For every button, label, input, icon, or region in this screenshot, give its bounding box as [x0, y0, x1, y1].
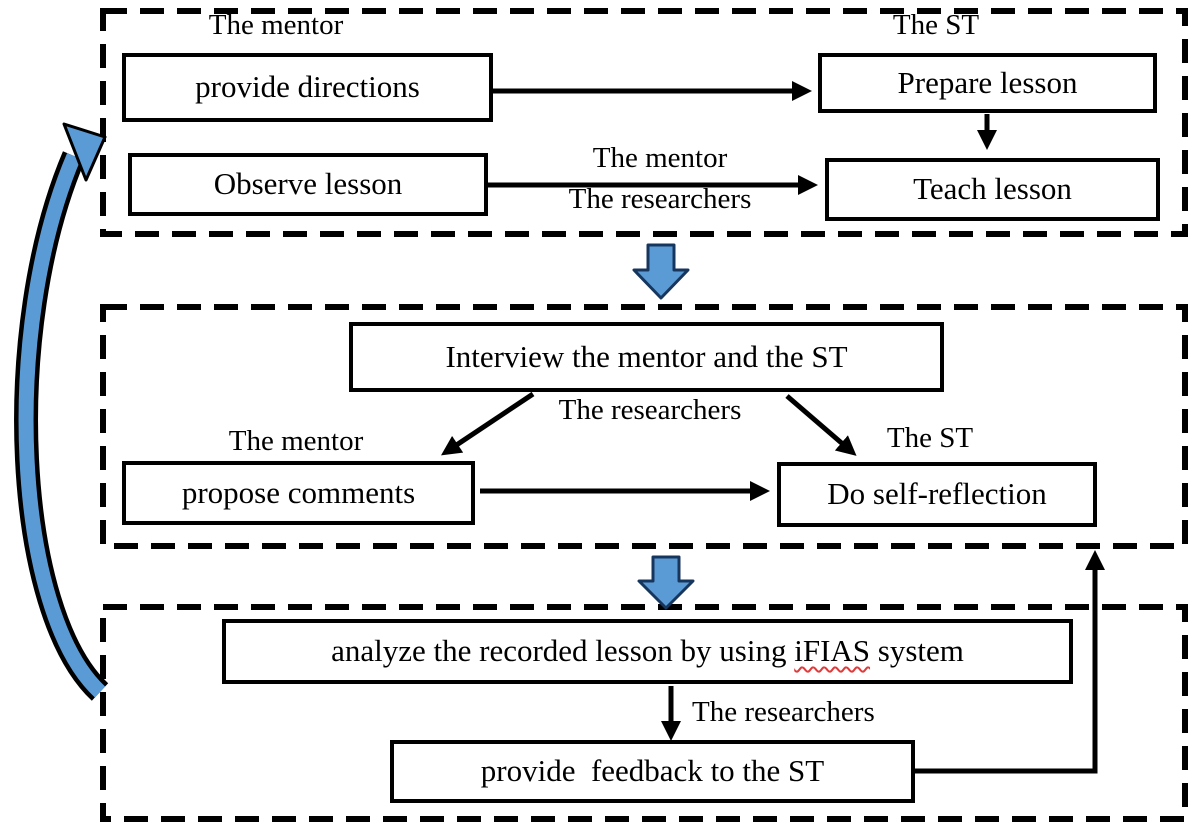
actor-label-st-middle: The ST: [886, 422, 974, 454]
node-propose-comments-label: propose comments: [181, 474, 416, 510]
misspelled-word-ifias: iFIAS: [794, 633, 871, 669]
actor-label-mentor-top: The mentor: [208, 9, 344, 41]
node-do-self-reflection-label: Do self-reflection: [827, 476, 1047, 512]
actor-label-mentor-middle: The mentor: [228, 425, 364, 457]
node-teach-lesson: Teach lesson: [825, 158, 1160, 221]
node-observe-lesson-label: Observe lesson: [213, 166, 403, 202]
actor-label-researchers-bottom: The researchers: [692, 696, 875, 728]
node-prepare-lesson: Prepare lesson: [818, 53, 1157, 113]
phase-down-arrow-icon: [637, 555, 695, 610]
phase-down-arrow-icon: [632, 243, 690, 300]
actor-label-st-top: The ST: [892, 9, 980, 41]
node-provide-directions-label: provide directions: [195, 69, 420, 105]
arrow-label-researchers: The researchers: [568, 183, 752, 215]
node-do-self-reflection: Do self-reflection: [777, 462, 1097, 527]
node-provide-directions: provide directions: [122, 53, 493, 122]
arrow-label-mentor: The mentor: [592, 142, 728, 174]
node-analyze-lesson-label: analyze the recorded lesson by using iFI…: [331, 633, 964, 669]
cycle-loop-arrow-icon: [14, 122, 109, 701]
node-observe-lesson: Observe lesson: [128, 153, 488, 216]
node-provide-feedback: provide feedback to the ST: [390, 740, 915, 803]
node-teach-lesson-label: Teach lesson: [913, 171, 1072, 207]
node-interview: Interview the mentor and the ST: [349, 322, 944, 392]
node-interview-label: Interview the mentor and the ST: [445, 338, 848, 374]
node-analyze-lesson: analyze the recorded lesson by using iFI…: [222, 619, 1073, 684]
actor-label-researchers-middle: The researchers: [558, 394, 742, 426]
node-propose-comments: propose comments: [122, 461, 475, 525]
node-provide-feedback-label: provide feedback to the ST: [480, 753, 825, 789]
node-prepare-lesson-label: Prepare lesson: [897, 64, 1078, 100]
